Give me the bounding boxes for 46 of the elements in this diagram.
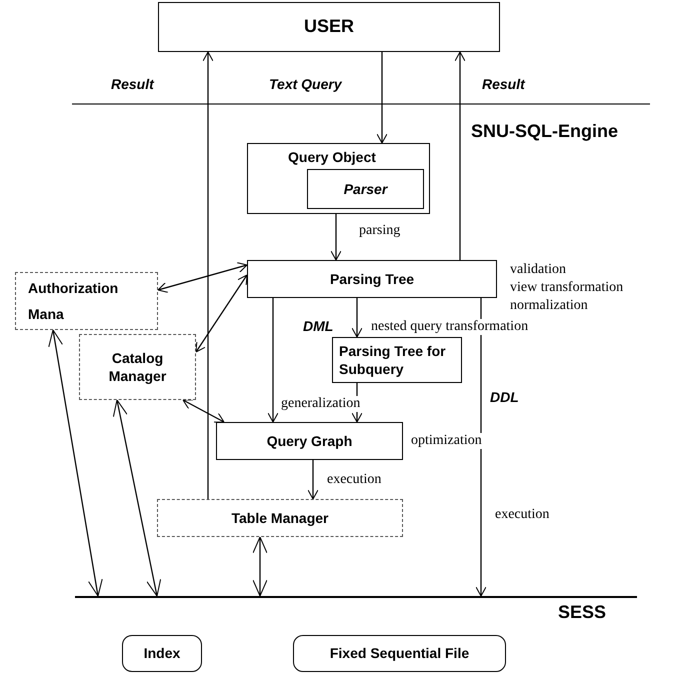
edge-label: DML (302, 318, 334, 334)
process-box (216, 422, 403, 460)
arrow (330, 214, 342, 260)
process-box (332, 337, 462, 383)
arrow (308, 460, 318, 500)
arrow (352, 298, 362, 338)
arrow (454, 52, 466, 260)
process-box (247, 260, 497, 298)
arrow (476, 298, 486, 596)
object-box (247, 143, 430, 214)
edge-label: Result (110, 76, 155, 92)
node-label: Parsing Tree for Subquery (339, 342, 447, 378)
component-box (157, 499, 403, 537)
component-box (79, 334, 196, 400)
arrow (202, 52, 214, 499)
node-label: Parsing Tree (330, 270, 414, 288)
storage-box (293, 635, 506, 672)
arrow (376, 52, 388, 144)
storage-bus-line (75, 596, 637, 598)
node-label: Catalog Manager (108, 348, 168, 386)
arrow (252, 536, 268, 596)
edge-label: Result (481, 76, 526, 92)
edge-label: generalization (280, 396, 362, 412)
storage-box (122, 635, 202, 672)
node-label: Index (144, 644, 180, 663)
arrow (182, 399, 224, 423)
node-label: Parser (344, 180, 388, 198)
parser-box (307, 169, 424, 209)
edge-label: nested query transformation (370, 319, 530, 335)
arrow (48, 330, 103, 596)
arrow (196, 274, 248, 352)
arrow (112, 400, 162, 596)
node-label: Authorization Mana (28, 279, 120, 324)
arrow (268, 298, 278, 422)
component-box (15, 272, 158, 330)
node-label: USER (304, 15, 354, 38)
node-label: Query Object (288, 148, 376, 166)
edge-label: parsing (358, 223, 402, 239)
edge-label: DDL (489, 389, 520, 405)
user-box (158, 2, 500, 52)
arrow (158, 262, 248, 293)
annotation-text: optimization (410, 433, 483, 449)
node-label: Fixed Sequential File (330, 644, 470, 663)
node-label: Table Manager (232, 508, 328, 528)
node-label: Query Graph (266, 432, 352, 450)
edge-label: Text Query (268, 76, 343, 92)
